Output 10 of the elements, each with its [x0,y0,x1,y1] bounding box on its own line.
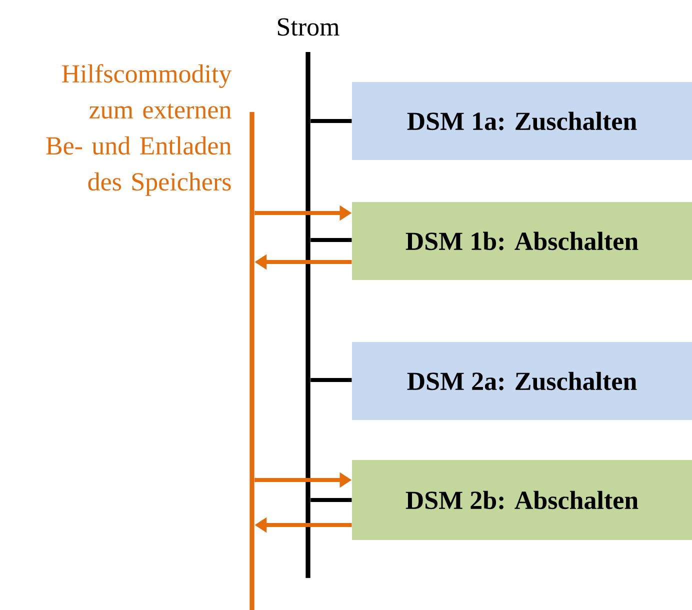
bus-label: Hilfscommodity zum externen Be- und Entladen des Speichers [46,64,232,196]
connector [310,119,352,123]
bus-label: Strom [278,18,340,36]
process-box: DSM 1a: Zuschalten [352,82,692,160]
connector [310,378,352,382]
connector [310,498,352,502]
connector [310,238,352,242]
process-box: DSM 2b: Abschalten [352,460,692,540]
process-box: DSM 2a: Zuschalten [352,342,692,420]
process-box: DSM 1b: Abschalten [352,202,692,280]
